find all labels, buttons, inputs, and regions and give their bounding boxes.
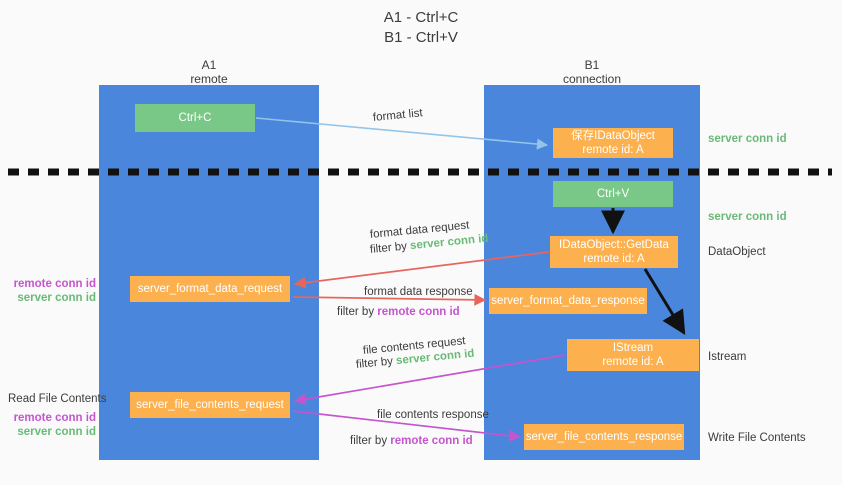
node-idataobject-getdata[interactable]: IDataObject::GetData remote id: A [550, 236, 678, 268]
node-server-format-data-request[interactable]: server_format_data_request [130, 276, 290, 302]
filter-prefix: filter by [355, 355, 397, 371]
lane-a1-subtitle: remote [190, 72, 228, 86]
annotation-right-server-conn-id-2: server conn id [708, 211, 787, 223]
title-line-2: B1 - Ctrl+V [384, 29, 458, 46]
node-idataobject-getdata-label: IDataObject::GetData [559, 239, 669, 251]
filter-prefix: filter by [337, 306, 378, 318]
node-ctrl-c[interactable]: Ctrl+C [135, 104, 255, 132]
node-server-file-contents-request[interactable]: server_file_contents_request [130, 392, 290, 418]
annotation-right-dataobject: DataObject [708, 246, 766, 258]
node-ctrl-v-label: Ctrl+V [596, 188, 630, 200]
node-save-idataobject-label: 保存IDataObject [571, 130, 655, 142]
filter-key-remote-conn-id: remote conn id [390, 435, 473, 447]
caption-file-contents-response-filter: filter by remote conn id [350, 434, 473, 448]
node-server-format-data-request-label: server_format_data_request [137, 283, 283, 295]
page-title: A1 - Ctrl+C B1 - Ctrl+V [0, 8, 842, 48]
node-save-idataobject[interactable]: 保存IDataObject remote id: A [553, 128, 673, 158]
annotation-right-istream: Istream [708, 351, 747, 363]
lane-b1-subtitle: connection [562, 72, 622, 86]
node-istream-label: IStream [612, 342, 654, 354]
node-server-format-data-response-label: server_format_data_response [491, 295, 645, 307]
caption-format-data-response-filter: filter by remote conn id [337, 305, 460, 319]
filter-key-remote-conn-id: remote conn id [377, 306, 460, 318]
node-ctrl-v[interactable]: Ctrl+V [553, 181, 673, 207]
annotation-left-remote-conn-id-2: remote conn id [13, 412, 96, 424]
title-line-1: A1 - Ctrl+C [383, 9, 459, 26]
node-ctrl-c-label: Ctrl+C [178, 112, 212, 124]
caption-format-data-response: format data response [364, 286, 473, 298]
annotation-left-read-file-contents: Read File Contents [8, 393, 107, 405]
lane-header-b1: B1 connection [512, 58, 672, 86]
annotation-left-remote-conn-id-1: remote conn id [13, 278, 96, 290]
annotation-right-write-file-contents: Write File Contents [708, 432, 806, 444]
annotation-left-server-conn-id-1: server conn id [17, 292, 96, 304]
node-server-file-contents-response-label: server_file_contents_response [525, 431, 683, 443]
caption-format-list: format list [372, 107, 424, 124]
caption-file-contents-response: file contents response [377, 409, 489, 421]
node-server-file-contents-response[interactable]: server_file_contents_response [524, 424, 684, 450]
node-idataobject-getdata-remote-id: remote id: A [583, 253, 645, 265]
filter-prefix: filter by [369, 240, 411, 256]
annotation-left-conn-ids-1: remote conn id server conn id [8, 277, 96, 305]
node-save-idataobject-remote-id: remote id: A [582, 144, 644, 156]
lane-a1-name: A1 [201, 58, 217, 72]
node-istream-remote-id: remote id: A [602, 356, 664, 368]
node-istream[interactable]: IStream remote id: A [567, 339, 699, 371]
node-server-file-contents-request-label: server_file_contents_request [136, 399, 284, 411]
node-server-format-data-response[interactable]: server_format_data_response [489, 288, 647, 314]
filter-prefix: filter by [350, 435, 391, 447]
annotation-left-server-conn-id-2: server conn id [17, 426, 96, 438]
lane-header-a1: A1 remote [129, 58, 289, 86]
annotation-right-server-conn-id-1: server conn id [708, 133, 787, 145]
lane-b1-name: B1 [584, 58, 600, 72]
annotation-left-conn-ids-2: remote conn id server conn id [8, 411, 96, 439]
